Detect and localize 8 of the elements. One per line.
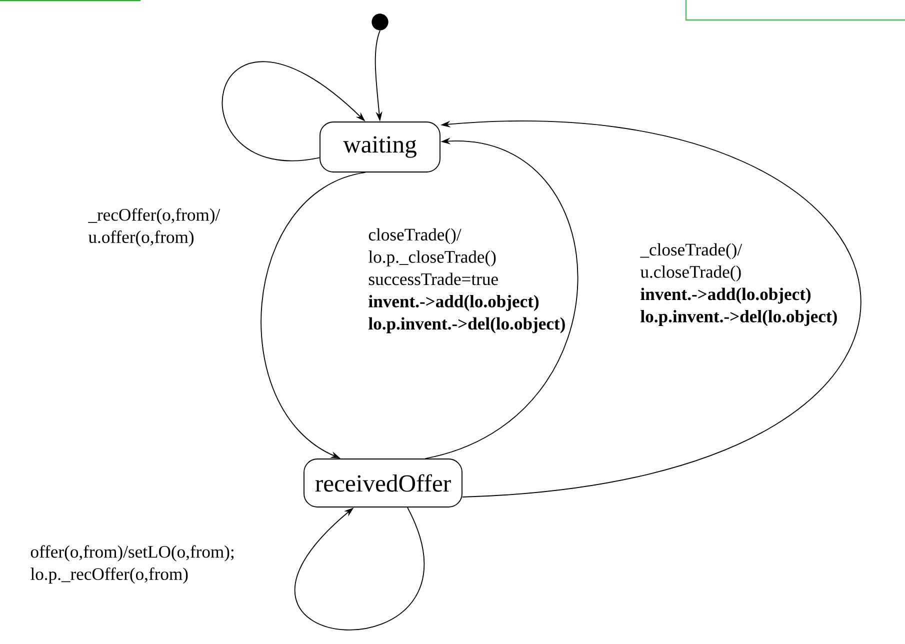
transition-label: closeTrade()/ lo.p._closeTrade() successTrade=true invent.->add(lo.object) lo.p.invent.->del(lo.object) [368,228,565,334]
state-box: waiting [320,122,440,172]
transition-label: _closeTrade()/ u.closeTrade() invent.->add(lo.object) lo.p.invent.->del(lo.object) [640,243,837,326]
transition-arrow [295,507,424,630]
transition-label: _recOffer(o,from)/ u.offer(o,from) [88,208,220,247]
initial-state [372,14,388,30]
transition-label: offer(o,from)/setLO(o,from); lo.p._recOffer(o,from) [30,545,234,584]
state-box: receivedOffer [304,458,462,508]
